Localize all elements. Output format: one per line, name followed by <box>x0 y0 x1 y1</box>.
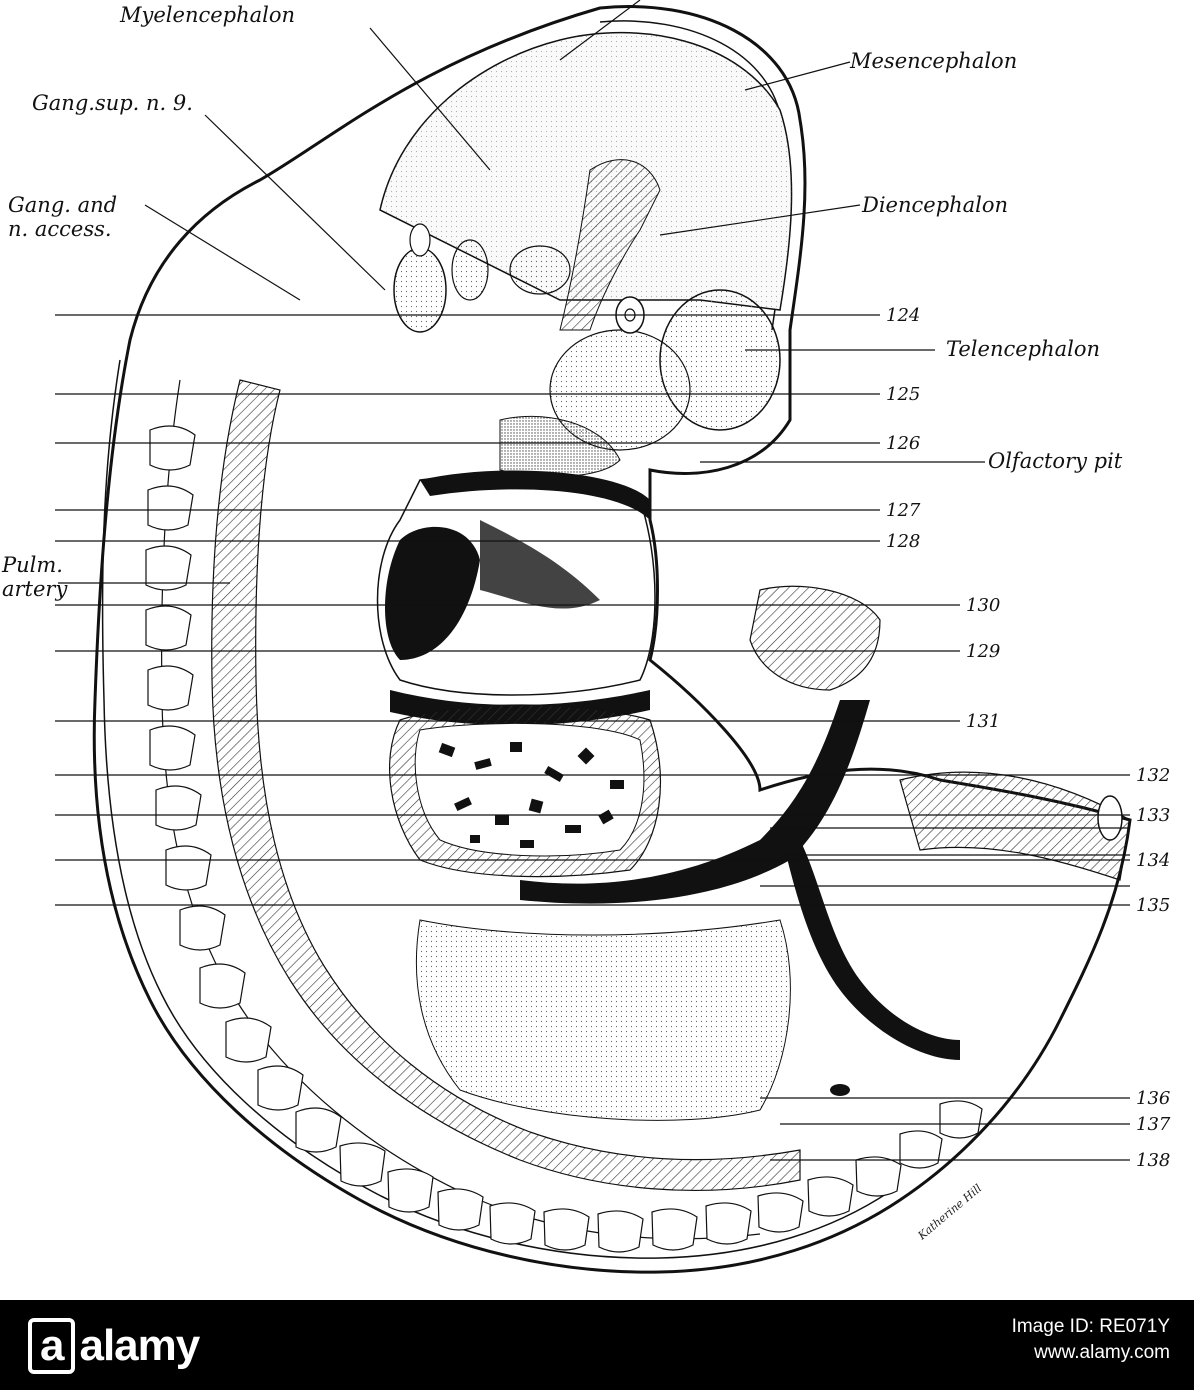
label-mesencephalon: Mesencephalon <box>849 49 1017 73</box>
section-number: 134 <box>1136 850 1170 871</box>
section-number: 130 <box>966 595 1000 616</box>
label-n-access: n. access. <box>8 217 112 241</box>
leader-lines <box>144 0 985 463</box>
section-number: 125 <box>886 384 920 405</box>
section-number: 128 <box>886 531 920 552</box>
image-id-block: Image ID: RE071Y www.alamy.com <box>1012 1314 1170 1366</box>
label-myelencephalon: Myelencephalon <box>119 3 295 27</box>
somites <box>145 425 983 1253</box>
anatomy-labels: Myelencephalon Mesencephalon Gang.sup. n… <box>1 3 1123 601</box>
section-number: 135 <box>1136 895 1170 916</box>
label-artery: artery <box>2 577 68 601</box>
label-pulm: Pulm. <box>1 553 63 577</box>
section-number: 136 <box>1136 1088 1170 1109</box>
label-gang-and: Gang. and <box>8 193 117 217</box>
label-olfactory-pit: Olfactory pit <box>988 449 1123 473</box>
heart <box>376 470 656 726</box>
alamy-logo-text: alamy <box>79 1321 200 1370</box>
label-gang-sup: Gang.sup. n. 9. <box>32 91 193 115</box>
label-diencephalon: Diencephalon <box>861 193 1008 217</box>
cranial-ganglia <box>393 223 571 333</box>
abdominal-cavity <box>415 919 791 1121</box>
tail-section-lines <box>760 1097 1130 1161</box>
image-id-label: Image ID: RE071Y <box>1011 1316 1170 1337</box>
gut <box>520 585 960 1060</box>
liver <box>389 704 661 878</box>
section-number: 129 <box>966 641 1000 662</box>
label-telencephalon: Telencephalon <box>946 337 1100 361</box>
section-number: 127 <box>886 500 921 521</box>
section-lines <box>55 314 1130 906</box>
section-number: 138 <box>1136 1150 1170 1171</box>
section-numbers: 124 125 126 127 128 130 129 131 132 133 … <box>886 305 1171 1171</box>
site-url: www.alamy.com <box>1034 1342 1170 1363</box>
tail-region <box>830 771 1131 1096</box>
section-number: 133 <box>1136 805 1170 826</box>
section-number: 124 <box>886 305 920 326</box>
section-number: 126 <box>886 433 920 454</box>
brain-region <box>379 31 793 478</box>
section-number: 131 <box>966 711 1000 732</box>
section-number: 137 <box>1136 1114 1171 1135</box>
illustrator-signature: Katherine Hill <box>915 1181 985 1243</box>
section-number: 132 <box>1136 765 1170 786</box>
embryo-section-diagram: Myelencephalon Mesencephalon Gang.sup. n… <box>1 0 1171 1274</box>
alamy-logo-box: a <box>28 1318 76 1374</box>
